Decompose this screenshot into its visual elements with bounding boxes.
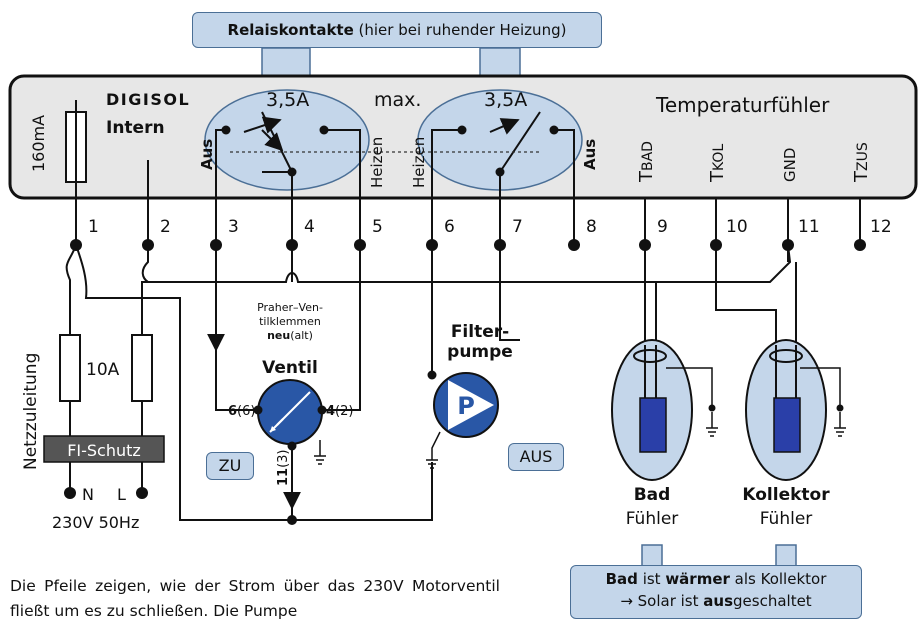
relay-left-current: 3,5A	[266, 89, 309, 111]
svg-text:neu(alt): neu(alt)	[267, 329, 313, 342]
valve-left-pin: 6(6)	[228, 404, 255, 419]
pump-symbol	[426, 370, 499, 469]
relay-left-aus: Aus	[198, 139, 216, 170]
mains-supply-label: Netzzuleitung	[21, 353, 41, 470]
mains-fuse-n	[59, 334, 81, 402]
svg-text:10: 10	[726, 217, 748, 237]
relay-left-heizen: Heizen	[368, 137, 386, 188]
svg-text:TKOL: TKOL	[707, 144, 728, 183]
neutral-label: N	[82, 485, 94, 504]
svg-text:TBAD: TBAD	[636, 141, 657, 183]
line-label: L	[117, 485, 126, 504]
pump-title-line2: pumpe	[447, 342, 513, 362]
svg-text:8: 8	[586, 217, 597, 237]
svg-text:1: 1	[88, 217, 99, 237]
svg-text:9: 9	[657, 217, 668, 237]
terminal-pins	[75, 198, 861, 245]
svg-text:4: 4	[304, 217, 315, 237]
bath-sensor-symbol	[611, 339, 718, 481]
bath-sensor-title: Bad	[634, 485, 671, 505]
bath-sensor-sub: Fühler	[626, 509, 679, 529]
mains-fuse-l	[131, 334, 153, 402]
collector-sensor-sub: Fühler	[760, 509, 813, 529]
internal-fuse-rating: 160mA	[29, 115, 48, 172]
status-connectors	[641, 544, 797, 573]
brand-logo: DIGISOL	[106, 90, 190, 109]
pump-symbol-letter: P	[457, 392, 475, 420]
mains-fuse-rating: 10A	[86, 360, 120, 380]
relay-right-current: 3,5A	[484, 89, 527, 111]
collector-sensor-title: Kollektor	[742, 485, 830, 505]
svg-text:7: 7	[512, 217, 523, 237]
svg-text:GND: GND	[781, 148, 799, 182]
svg-text:5: 5	[372, 217, 383, 237]
svg-text:6: 6	[444, 217, 455, 237]
collector-sensor-symbol	[745, 339, 846, 481]
svg-text:tilklemmen: tilklemmen	[259, 315, 321, 328]
svg-text:Praher–Ven-: Praher–Ven-	[257, 301, 323, 314]
rcd-label: FI-Schutz	[67, 441, 141, 460]
relay-right-heizen: Heizen	[410, 137, 428, 188]
relay-right-aus: Aus	[581, 139, 599, 170]
intern-label: Intern	[106, 118, 165, 138]
svg-text:TZUS: TZUS	[851, 142, 872, 183]
svg-text:12: 12	[870, 217, 892, 237]
terminal-dots	[70, 239, 866, 251]
svg-text:2: 2	[160, 217, 171, 237]
rcd-box	[43, 435, 165, 463]
valve-right-pin: 4(2)	[326, 404, 353, 419]
valve-title: Ventil	[262, 358, 318, 378]
pump-title-line1: Filter-	[451, 322, 509, 342]
relay-left-ellipse	[204, 89, 370, 191]
valve-symbol	[253, 379, 327, 465]
sensor-terminal-labels: TBAD TKOL GND TZUS	[636, 141, 872, 183]
voltage-label: 230V 50Hz	[52, 513, 139, 532]
relay-max-label: max.	[374, 89, 421, 111]
external-wiring	[65, 244, 797, 521]
sensors-title: Temperaturfühler	[655, 93, 830, 117]
terminal-numbers: 1 2 3 4 5 6 7 8 9 10 11 12	[88, 217, 892, 237]
valve-note: Praher–Ven- tilklemmen neu(alt)	[257, 301, 323, 342]
valve-bottom-pin: 11(3)	[276, 449, 291, 486]
svg-text:3: 3	[228, 217, 239, 237]
svg-text:11: 11	[798, 217, 820, 237]
